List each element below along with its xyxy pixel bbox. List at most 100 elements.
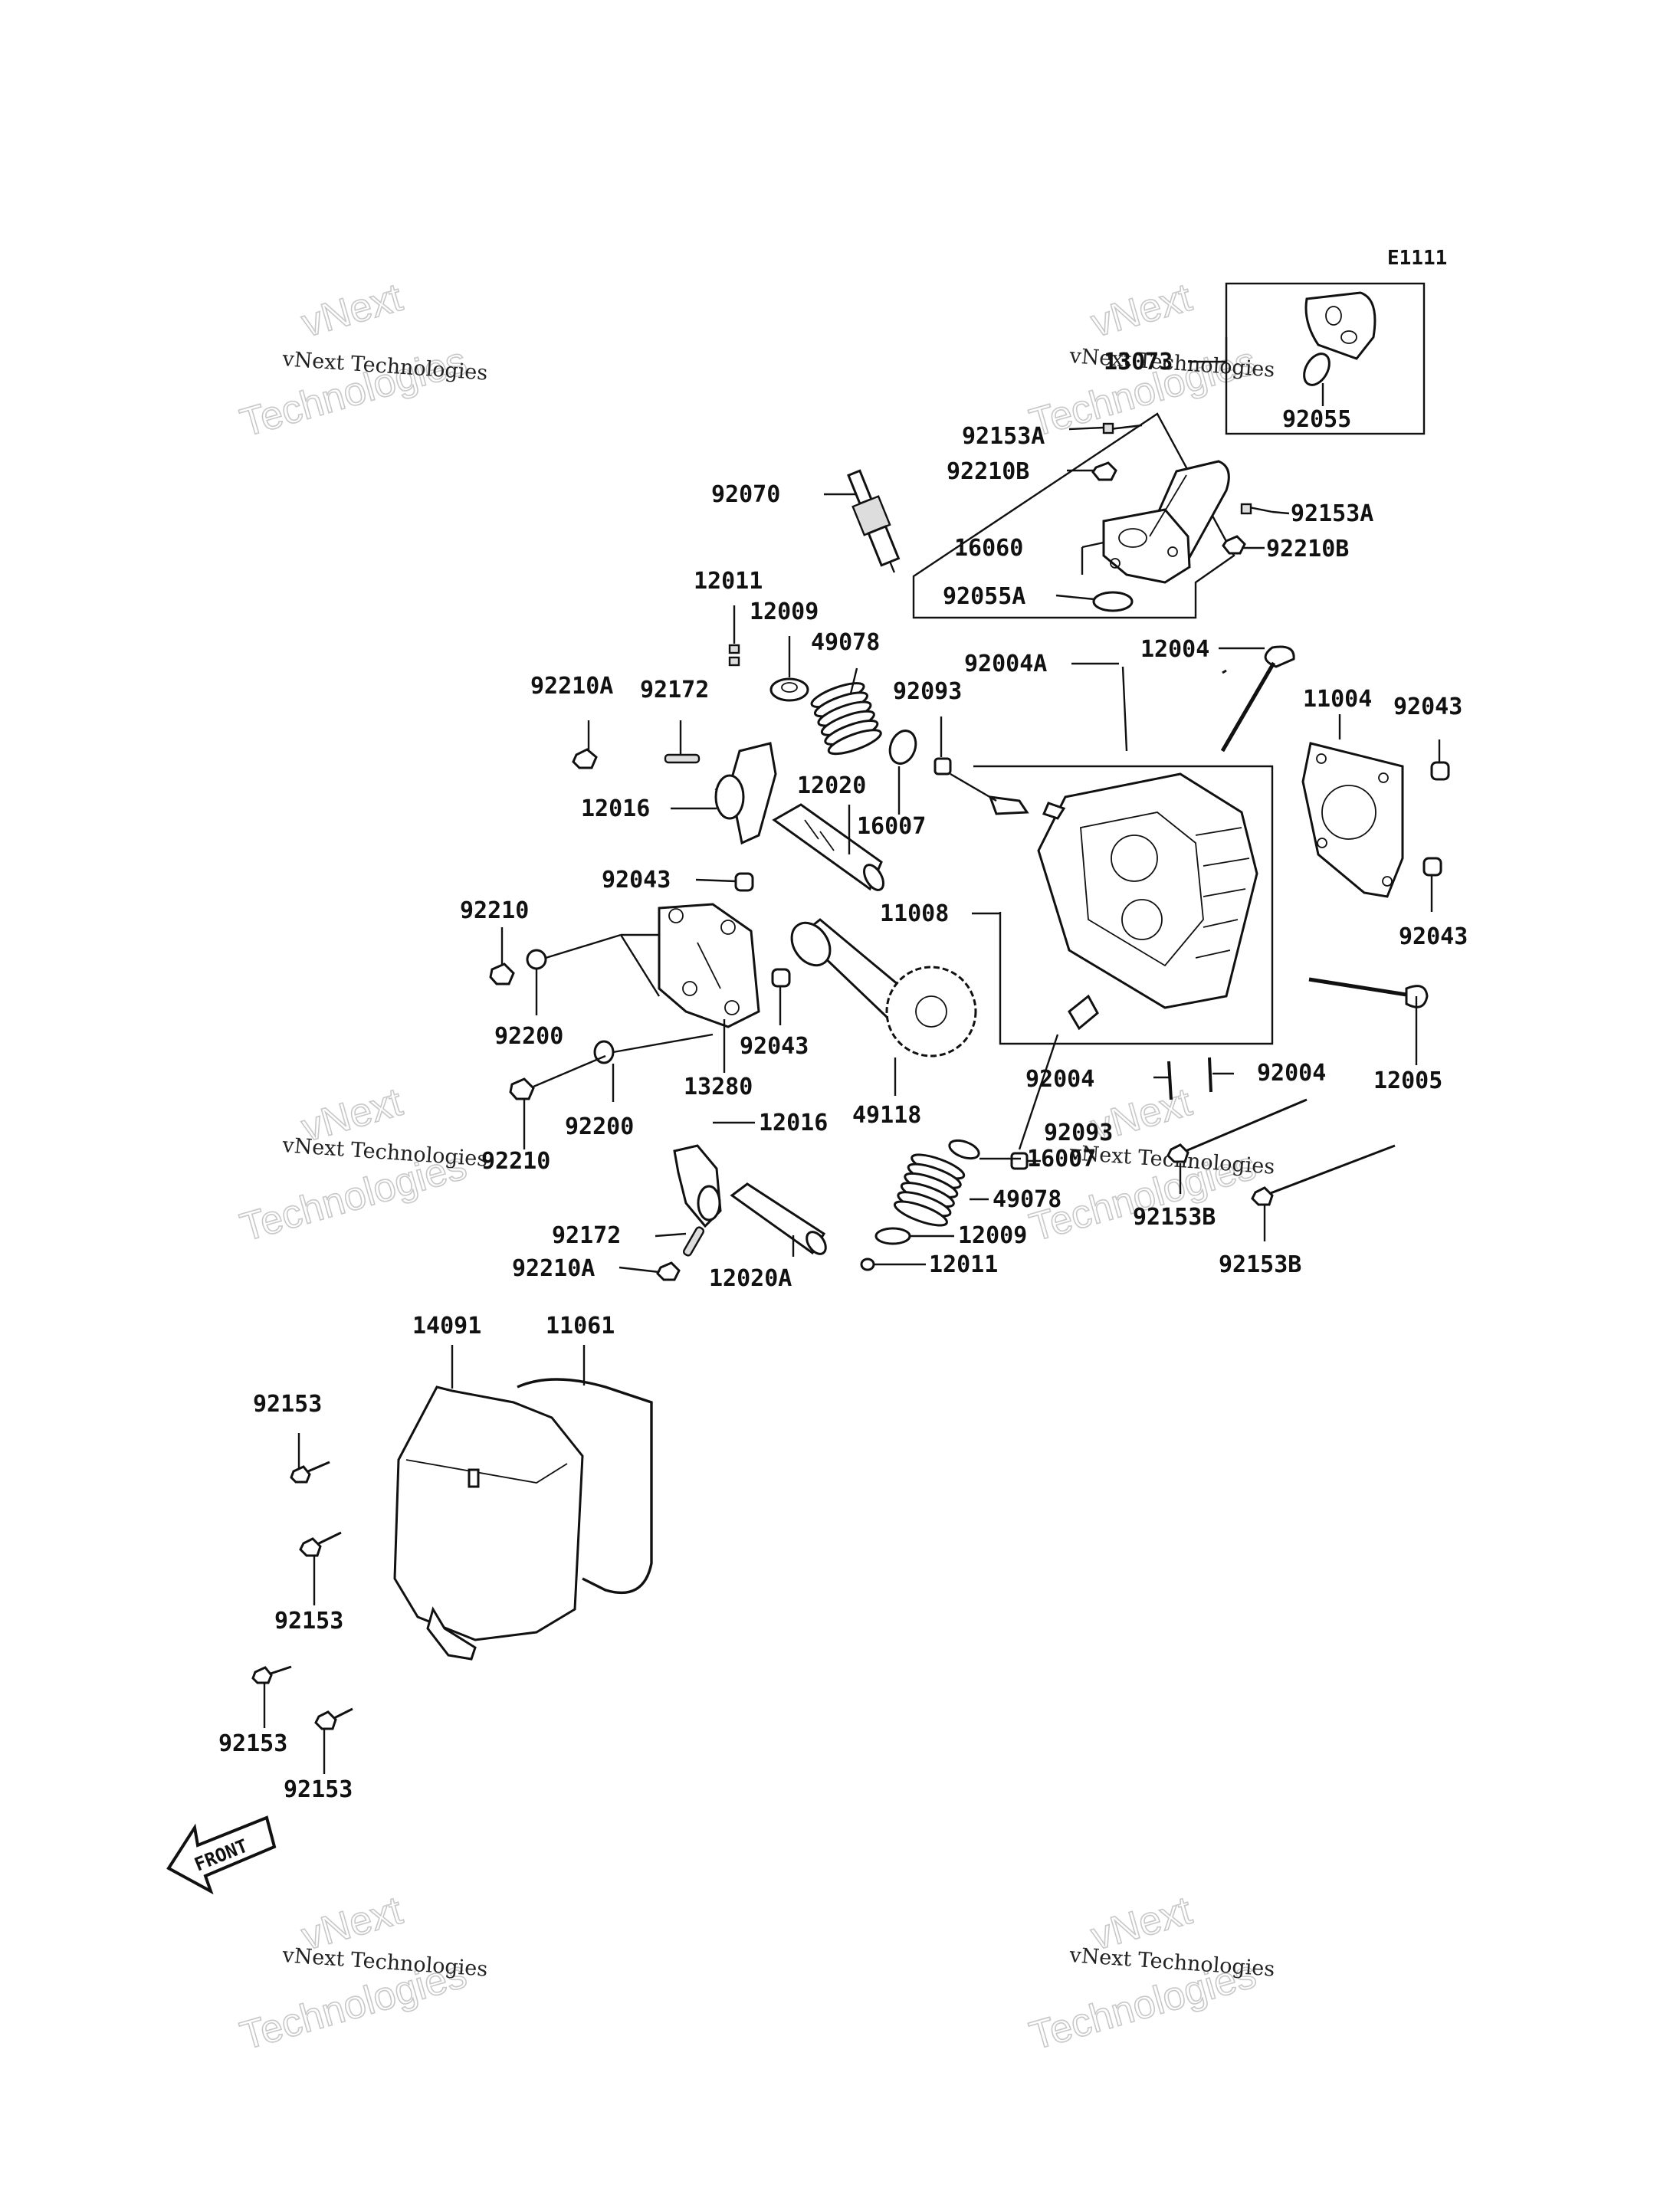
part-label-12005: 12005: [1373, 1067, 1442, 1094]
camshaft-49118-drawing: [790, 918, 977, 1058]
stud-92004-b-drawing: [1208, 1057, 1212, 1093]
watermark-vnext: vNext: [297, 275, 407, 346]
part-label-11008: 11008: [880, 900, 949, 927]
part-label-16007-2: 16007: [1027, 1146, 1096, 1172]
retainer-12009-drawing: [769, 677, 809, 702]
diagram-code: E1111: [1387, 247, 1447, 270]
part-label-16007-1: 16007: [857, 813, 926, 840]
part-label-92093-1: 92093: [893, 678, 962, 705]
part-label-92004-1: 92004: [1025, 1066, 1094, 1093]
part-label-11061: 11061: [546, 1313, 615, 1340]
guide-leader: [1018, 1034, 1059, 1150]
part-label-14091: 14091: [412, 1313, 481, 1340]
part-label-92153A-1: 92153A: [962, 423, 1045, 450]
valve-12004-drawing: [1220, 645, 1295, 753]
part-label-49118: 49118: [852, 1102, 921, 1129]
insulator-13073-drawing: [1304, 291, 1376, 360]
part-label-16060: 16060: [954, 535, 1023, 562]
dowel-92043-d-drawing: [771, 968, 791, 988]
part-label-92153-2: 92153: [274, 1608, 343, 1635]
intake-pipe-16060-drawing: [1102, 460, 1230, 584]
o-ring-92055-drawing: [1303, 353, 1331, 386]
spark-plug-92070-drawing: [847, 469, 901, 573]
bolt-92153A-2-drawing: [1240, 503, 1273, 515]
part-label-92093-2: 92093: [1044, 1120, 1113, 1146]
intake-group-outline: [912, 412, 1235, 619]
watermark-top-left: vNext Technologies vNext Technologies: [235, 274, 489, 446]
part-label-12016-1: 12016: [581, 795, 650, 822]
part-label-92153-3: 92153: [218, 1730, 287, 1757]
part-label-92004A: 92004A: [964, 651, 1047, 677]
stud-92004-drawing: [1167, 1061, 1173, 1100]
rocker-arm-12016-b-drawing: [673, 1144, 722, 1228]
seal-92093-drawing: [934, 757, 952, 776]
front-arrow-icon: FRONT: [166, 1815, 277, 1895]
part-label-92172-2: 92172: [552, 1222, 621, 1249]
valve-12005-drawing: [1308, 977, 1429, 1008]
watermark-bottom-right: vNext Technologies vNext Technologies: [1025, 1887, 1276, 2059]
part-label-13280: 13280: [684, 1074, 753, 1100]
washer-92200-drawing: [526, 949, 547, 970]
part-label-92070: 92070: [711, 481, 780, 508]
dowel-92043-drawing: [1430, 761, 1450, 781]
nut-92210B-2-drawing: [1222, 535, 1246, 555]
part-label-92153B-1: 92153B: [1133, 1204, 1216, 1231]
bolt-92153B-drawing: [1166, 1098, 1308, 1163]
part-label-12004: 12004: [1140, 636, 1209, 663]
stud-92004A-drawing: [1121, 666, 1128, 752]
part-label-12009-1: 12009: [750, 598, 819, 625]
bolt-92153-b-drawing: [299, 1531, 342, 1557]
nut-92210A-b-drawing: [656, 1261, 681, 1281]
leader-lines: [263, 337, 1441, 1774]
watermark-mid-left: vNext Technologies vNext Technologies: [235, 1079, 489, 1251]
part-label-92210A-1: 92210A: [530, 673, 613, 700]
nut-92210-drawing: [489, 962, 515, 985]
part-label-92210B-2: 92210B: [1266, 536, 1349, 562]
part-label-12011-1: 12011: [694, 568, 763, 595]
part-label-92043-3: 92043: [1399, 923, 1468, 950]
washer-16007-drawing: [888, 730, 917, 765]
retainer-12009-b-drawing: [874, 1227, 911, 1245]
part-label-92210B-1: 92210B: [947, 458, 1029, 485]
part-label-12020: 12020: [797, 772, 866, 799]
part-label-11004: 11004: [1303, 686, 1372, 713]
part-label-92210-2: 92210: [481, 1148, 550, 1175]
part-label-92153-4: 92153: [284, 1776, 353, 1803]
watermark-bottom-left: vNext Technologies vNext Technologies: [235, 1887, 489, 2059]
part-label-12020A: 12020A: [709, 1265, 792, 1292]
rocker-arm-12016-drawing: [714, 742, 777, 845]
bolt-92153B-b-drawing: [1251, 1144, 1396, 1206]
cylinder-head-group-outline: [973, 765, 1274, 1045]
dowel-92043-c-drawing: [734, 872, 754, 892]
cylinder-head-11008-drawing: [988, 772, 1258, 1031]
part-label-92043-4: 92043: [740, 1033, 809, 1060]
bolt-92153-drawing: [290, 1461, 330, 1484]
part-label-49078-2: 49078: [993, 1186, 1061, 1213]
part-label-92153-1: 92153: [253, 1391, 322, 1418]
spring-49078-drawing: [810, 682, 882, 756]
rocker-shaft-12020A-drawing: [730, 1182, 827, 1255]
keeper-12011-b-drawing: [860, 1258, 875, 1271]
seal-92093-b-drawing: [1010, 1152, 1029, 1170]
part-labels: 13073 92055 92153A 92210B 92153A 92210B …: [218, 349, 1468, 1803]
nut-92210A-drawing: [572, 748, 598, 769]
part-label-92210-1: 92210: [460, 897, 529, 924]
washer-16007-b-drawing: [948, 1139, 980, 1160]
watermark-vnext: vNext: [1086, 275, 1196, 346]
part-label-92055: 92055: [1282, 406, 1351, 433]
dowel-92043-b-drawing: [1422, 857, 1442, 877]
part-label-92153A-2: 92153A: [1291, 500, 1373, 527]
bolt-92153-d-drawing: [314, 1707, 353, 1730]
spring-49078-b-drawing: [893, 1153, 966, 1227]
holder-13280-drawing: [658, 903, 760, 1028]
nut-92210-b-drawing: [509, 1077, 535, 1100]
o-ring-92055A-drawing: [1092, 591, 1134, 612]
head-cover-14091-drawing: [393, 1385, 584, 1661]
part-label-92200-1: 92200: [494, 1023, 563, 1050]
bolt-92153-c-drawing: [251, 1665, 292, 1684]
nut-92210B-drawing: [1091, 461, 1117, 481]
part-label-92043-1: 92043: [1393, 694, 1462, 720]
part-label-92004-2: 92004: [1257, 1060, 1326, 1087]
part-label-49078-1: 49078: [811, 629, 880, 656]
